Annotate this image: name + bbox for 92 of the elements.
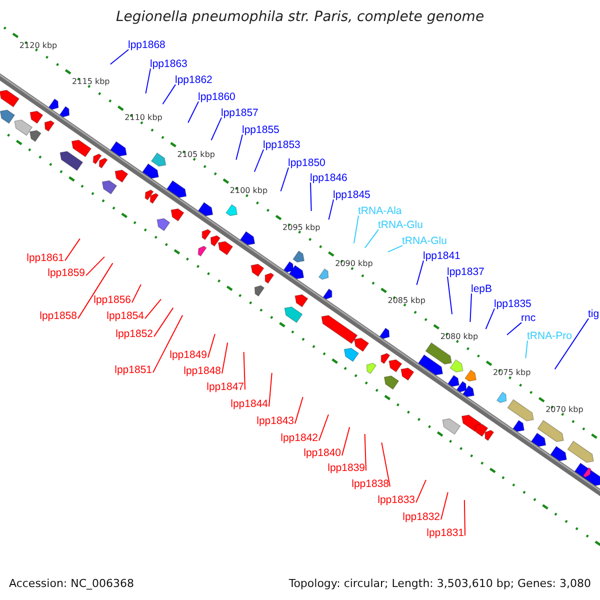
- gene-label: lpp1856: [94, 295, 131, 306]
- gene-label: lpp1853: [263, 140, 300, 151]
- leader-line: [470, 293, 472, 323]
- gene-label: lpp1854: [106, 311, 144, 322]
- leader-line: [387, 245, 403, 252]
- gene-label: tRNA-Glu: [378, 220, 423, 231]
- leader-line: [145, 68, 151, 94]
- leader-line: [416, 260, 424, 286]
- leader-line: [64, 238, 80, 262]
- gene-label: lpp1845: [333, 190, 370, 201]
- gene-label: lpp1842: [280, 433, 318, 444]
- gene-label: lpp1839: [328, 463, 365, 474]
- leader-line: [162, 84, 176, 105]
- gene-label: lpp1848: [184, 366, 221, 377]
- gene-label: lpp1833: [378, 495, 415, 506]
- gene-label: lepB: [471, 284, 492, 295]
- gene-label: lpp1838: [352, 479, 389, 490]
- scale-label: 2090 kbp: [335, 260, 373, 268]
- genome-info-text: Topology: circular; Length: 3,503,610 bp; Genes: 3,080: [288, 578, 591, 589]
- leader-line: [188, 101, 199, 124]
- scale-label: 2085 kbp: [388, 296, 426, 305]
- leader-line: [381, 442, 390, 488]
- gene-label: lpp1859: [48, 268, 85, 279]
- scale-label: 2095 kbp: [282, 224, 320, 232]
- gene-label: lpp1858: [40, 311, 77, 322]
- gene-label: lpp1840: [304, 448, 341, 459]
- scale-label: 2115 kbp: [72, 78, 110, 86]
- scale-label: 2080 kbp: [440, 333, 478, 342]
- scale-label: 2070 kbp: [546, 406, 584, 414]
- title: Legionella pneumophila str. Paris, complete genome: [116, 10, 484, 24]
- gene-label: lpp1837: [447, 267, 484, 278]
- leader-line: [440, 492, 448, 520]
- leader-line: [268, 372, 272, 408]
- gene-label: tRNA-Glu: [402, 236, 447, 247]
- leader-line: [554, 318, 589, 370]
- leader-line: [416, 479, 426, 504]
- gene-label: lpp1846: [310, 173, 348, 184]
- leader-line: [328, 199, 334, 220]
- gene-label: lpp1868: [128, 40, 166, 51]
- leader-line: [208, 333, 216, 358]
- leader-line: [354, 215, 359, 244]
- scale-label: 2100 kbp: [230, 187, 268, 196]
- gene-label: lpp1849: [170, 350, 207, 361]
- leader-line: [464, 500, 466, 536]
- gene-label: lpp1863: [150, 59, 188, 70]
- leader-line: [485, 308, 495, 330]
- leader-line: [78, 262, 114, 320]
- leader-line: [364, 433, 366, 472]
- gene-label: lpp1857: [221, 108, 258, 119]
- gene-label: rnc: [521, 313, 536, 324]
- scale-label: 2110 kbp: [124, 114, 162, 122]
- gene-label: lpp1835: [494, 299, 532, 310]
- leader-line: [210, 117, 222, 141]
- gene-label: lpp1847: [206, 382, 244, 393]
- gene-label: lpp1831: [426, 528, 464, 539]
- gene-label: tRNA-Pro: [527, 331, 572, 342]
- leader-line: [254, 149, 264, 172]
- leader-line: [342, 426, 350, 456]
- scale-label: 2075 kbp: [492, 369, 531, 378]
- leader-line: [86, 256, 105, 276]
- leader-line: [243, 351, 246, 390]
- gene-label: lpp1850: [288, 158, 326, 169]
- leader-line: [222, 342, 228, 374]
- gene-label: lpp1862: [175, 75, 212, 86]
- gene-label: lpp1860: [198, 92, 236, 103]
- gene-label: lpp1855: [242, 125, 280, 136]
- leader-line: [525, 340, 528, 359]
- gene-label: lpp1844: [230, 399, 268, 410]
- gene-label: lpp1843: [256, 416, 294, 427]
- leader-line: [310, 182, 312, 212]
- gene-label: lpp1852: [116, 329, 153, 340]
- leader-line: [318, 414, 329, 442]
- scale-label: 2105 kbp: [177, 150, 215, 159]
- leader-line: [447, 276, 453, 315]
- gene-label: lpp1851: [114, 365, 152, 376]
- leader-line: [152, 314, 184, 374]
- accession-text: Accession: NC_006368: [9, 578, 134, 589]
- leader-line: [132, 284, 142, 304]
- gene-label: lpp1832: [402, 512, 440, 523]
- leader-line: [144, 298, 162, 320]
- gene-label: tig: [588, 309, 600, 320]
- leader-line: [154, 307, 174, 338]
- leader-line: [364, 229, 379, 248]
- scale-label: 2120 kbp: [19, 42, 58, 50]
- leader-line: [236, 134, 243, 160]
- leader-line: [294, 396, 304, 424]
- leader-line: [280, 167, 289, 192]
- gene-label: lpp1841: [423, 251, 460, 262]
- leader-line: [110, 49, 129, 65]
- gene-label: lpp1861: [26, 253, 64, 264]
- gene-label: tRNA-Ala: [358, 206, 402, 217]
- leader-line: [506, 322, 522, 336]
